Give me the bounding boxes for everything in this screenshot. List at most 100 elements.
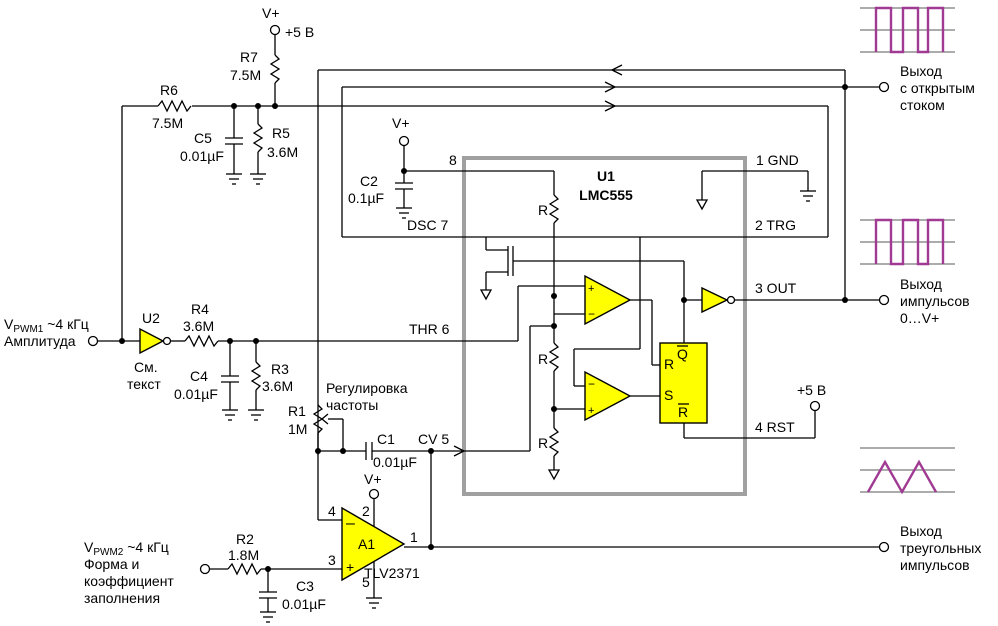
svg-text:частоты: частоты — [326, 397, 378, 413]
svg-text:A1: A1 — [358, 536, 375, 552]
svg-text:S: S — [664, 387, 673, 403]
svg-text:+: + — [346, 559, 354, 575]
svg-text:C1: C1 — [377, 431, 395, 447]
svg-text:5: 5 — [362, 574, 370, 590]
svg-text:0.01µF: 0.01µF — [180, 148, 224, 164]
flip-flop: R Q S R — [659, 342, 708, 424]
svg-text:R3: R3 — [271, 361, 289, 377]
svg-text:C4: C4 — [190, 368, 208, 384]
svg-text:Выход: Выход — [900, 523, 942, 539]
svg-text:C5: C5 — [194, 130, 212, 146]
svg-text:1M: 1M — [288, 421, 307, 437]
svg-text:R2: R2 — [236, 531, 254, 547]
svg-text:2: 2 — [362, 503, 370, 519]
svg-text:См.: См. — [134, 359, 158, 375]
svg-text:0.01µF: 0.01µF — [174, 386, 218, 402]
svg-text:U2: U2 — [142, 310, 160, 326]
vplus-top-supply: V+ +5 В — [262, 5, 314, 55]
square-wave-icon-top — [860, 6, 955, 54]
r4-resistor: R4 3.6M — [183, 301, 219, 348]
vplus-top-label: V+ — [262, 5, 280, 21]
square-wave-icon-middle — [860, 218, 955, 266]
svg-text:C2: C2 — [360, 173, 378, 189]
r6-resistor: R6 7.5M — [152, 82, 192, 131]
svg-text:импульсов: импульсов — [900, 293, 970, 309]
svg-text:0.01µF: 0.01µF — [282, 596, 326, 612]
vpwm1-label: VPWM1 ~4 кГц — [4, 316, 89, 335]
vpwm2-line4: заполнения — [84, 590, 160, 606]
pin-out-label: 3 OUT — [755, 280, 797, 296]
upper-comparator: + − — [584, 274, 632, 326]
pulse-output-label: Выход импульсов 0…V+ — [900, 276, 970, 326]
svg-text:3.6M: 3.6M — [183, 318, 214, 334]
svg-text:0.1µF: 0.1µF — [348, 190, 384, 206]
u1-part-label: LMC555 — [579, 187, 633, 203]
svg-text:1: 1 — [410, 529, 418, 545]
pulse-output-terminal[interactable] — [878, 294, 890, 306]
svg-text:R: R — [678, 404, 688, 420]
svg-text:−: − — [588, 307, 595, 321]
svg-text:R6: R6 — [160, 82, 178, 98]
u1-ref-label: U1 — [597, 168, 615, 184]
a1-opamp: – + A1 TLV2371 — [341, 506, 420, 582]
open-drain-output-terminal[interactable] — [878, 81, 890, 93]
svg-text:7.5M: 7.5M — [152, 115, 183, 131]
rst-supply-label: +5 В — [797, 382, 826, 398]
vplus-top-value: +5 В — [285, 24, 314, 40]
vpwm2-line2: Форма и — [84, 556, 139, 572]
svg-text:R: R — [538, 435, 548, 451]
svg-text:R: R — [538, 202, 548, 218]
pin-trg-label: 2 TRG — [755, 217, 796, 233]
r2-resistor: R2 1.8M — [227, 531, 262, 576]
svg-text:3.6M: 3.6M — [262, 378, 293, 394]
svg-text:текст: текст — [127, 376, 161, 392]
r1-potentiometer: R1 1M Регулировка частоты — [288, 380, 408, 520]
svg-text:7.5M: 7.5M — [230, 67, 261, 83]
svg-text:0.01µF: 0.01µF — [373, 454, 417, 470]
svg-text:R4: R4 — [191, 301, 209, 317]
u2-inverter: U2 См. текст — [127, 310, 172, 392]
pin-vcc-label: 8 — [449, 152, 457, 168]
svg-text:с открытым: с открытым — [900, 80, 975, 96]
svg-text:Q: Q — [677, 346, 688, 362]
c1-capacitor: C1 0.01µF — [365, 431, 417, 470]
pin-rst-label: 4 RST — [755, 419, 795, 435]
svg-text:стоком: стоком — [900, 97, 945, 113]
output-inverter — [701, 286, 736, 314]
svg-text:+: + — [588, 283, 594, 295]
svg-text:3.6M: 3.6M — [267, 144, 298, 160]
svg-text:−: − — [588, 377, 595, 391]
r3-resistor: R3 3.6M — [248, 341, 293, 421]
vpwm2-line3: коэффициент — [84, 573, 174, 589]
svg-text:V+: V+ — [392, 115, 410, 131]
triangle-output-label: Выход треугольных импульсов — [900, 523, 981, 573]
svg-text:Выход: Выход — [900, 276, 942, 292]
svg-text:+: + — [588, 405, 594, 417]
vpwm2-input-terminal[interactable] — [199, 563, 211, 575]
svg-text:V+: V+ — [364, 471, 382, 487]
svg-text:–: – — [346, 515, 355, 532]
pin-cv-label: CV 5 — [418, 431, 449, 447]
open-drain-output-label: Выход с открытым стоком — [900, 63, 975, 113]
vpwm1-amplitude-label: Амплитуда — [4, 333, 76, 349]
c4-capacitor: C4 0.01µF — [174, 341, 239, 421]
r5-resistor: R5 3.6M — [250, 106, 298, 185]
u1-ic-outline — [462, 156, 747, 496]
svg-text:TLV2371: TLV2371 — [364, 565, 420, 581]
c2-capacitor: V+ C2 0.1µF — [348, 115, 413, 219]
r7-resistor: R7 7.5M — [230, 49, 281, 84]
vpwm2-label: VPWM2 ~4 кГц — [84, 539, 169, 558]
triangle-wave-icon — [860, 447, 955, 495]
svg-text:R1: R1 — [288, 403, 306, 419]
svg-text:R: R — [664, 356, 674, 372]
triangle-output-terminal[interactable] — [878, 541, 890, 553]
lower-comparator: − + — [584, 370, 632, 422]
c5-capacitor: C5 0.01µF — [180, 106, 243, 185]
svg-text:Выход: Выход — [900, 63, 942, 79]
vpwm1-input-terminal[interactable] — [87, 335, 99, 347]
svg-text:3: 3 — [328, 552, 336, 568]
svg-text:Регулировка: Регулировка — [326, 380, 408, 396]
c3-capacitor: C3 0.01µF — [259, 569, 326, 623]
svg-text:0…V+: 0…V+ — [900, 310, 939, 326]
